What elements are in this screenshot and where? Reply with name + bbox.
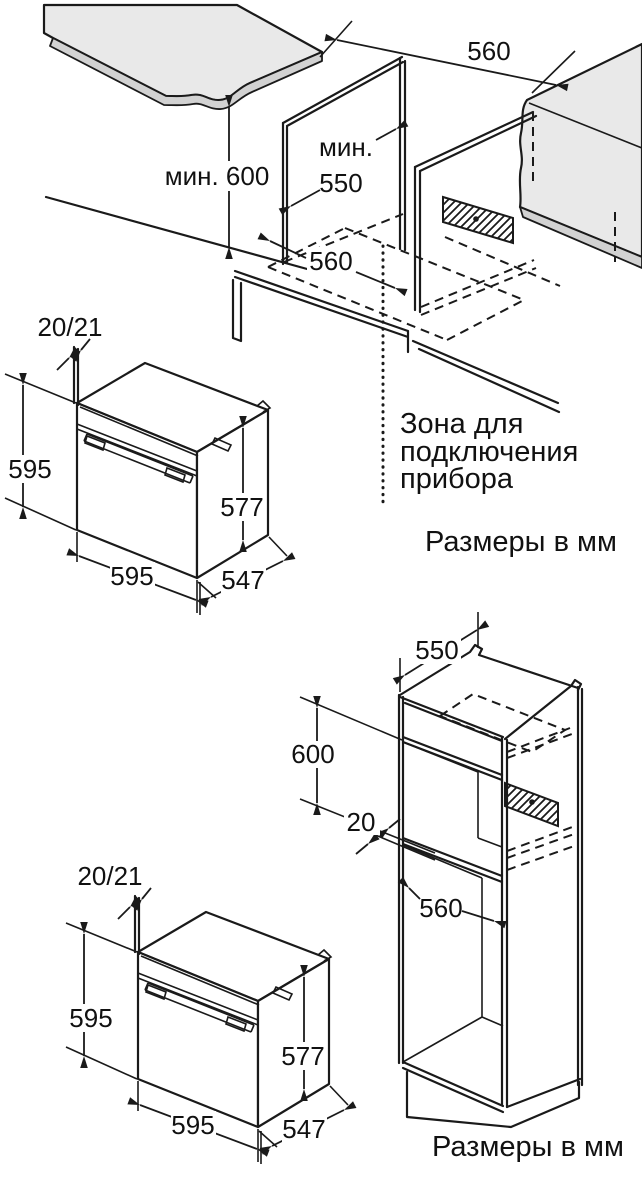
niche-right-wall xyxy=(413,110,538,314)
dim-oven-body-height-bottom: 577 xyxy=(281,1041,324,1071)
dim-oven-depth-bottom: 547 xyxy=(282,1114,325,1144)
connection-point-dot xyxy=(473,216,479,222)
hidden-edges-bottom xyxy=(437,692,578,871)
oven-drawing-top: 20/21 595 577 595 547 xyxy=(5,312,287,615)
dim-group-min-depth xyxy=(278,119,409,216)
dim-oven-body-height-top: 577 xyxy=(220,492,263,522)
oven-drawing-bottom: 20/21 595 577 595 547 xyxy=(66,861,348,1164)
dim-oven-width-top: 595 xyxy=(110,561,153,591)
dim-niche-height: 600 xyxy=(291,739,334,769)
dim-group-countertop-depth xyxy=(319,20,576,94)
connection-zone-hatch-top xyxy=(442,195,514,245)
units-label-bottom: Размеры в мм xyxy=(432,1131,624,1163)
dim-cabinet-depth: 550 xyxy=(415,635,458,665)
countertop-left xyxy=(42,3,324,110)
connection-zone-line1: Зона для xyxy=(400,408,523,440)
connection-point-dot xyxy=(529,799,535,805)
countertop-right xyxy=(518,42,642,269)
base-cabinet-lines xyxy=(44,195,561,414)
dim-niche-width-bottom: 560 xyxy=(419,893,462,923)
dim-group-min-height xyxy=(158,95,276,259)
connection-zone-line3: прибора xyxy=(400,463,514,495)
dim-min-niche-height: мин. 600 xyxy=(165,161,270,191)
units-label-top: Размеры в мм xyxy=(425,526,617,558)
connection-zone-hatch-bottom xyxy=(504,781,559,828)
dim-oven-height-top: 595 xyxy=(8,454,51,484)
dim-oven-door-gap-top: 20/21 xyxy=(37,312,102,342)
dim-group-cabinet-depth xyxy=(392,612,490,692)
dim-group-niche-width-bottom xyxy=(397,876,507,929)
dim-shelf-recess: 20 xyxy=(347,807,376,837)
top-installation-diagram: 560 мин. 600 мин. 550 560 Зона для подкл… xyxy=(42,3,642,558)
dim-group-shelf-recess xyxy=(344,809,436,861)
dim-oven-height-bottom: 595 xyxy=(69,1003,112,1033)
connection-zone-line2: подключения xyxy=(400,436,578,468)
connection-zone-label: Зона для подключения прибора xyxy=(400,408,578,495)
dim-countertop-depth: 560 xyxy=(467,36,510,66)
dim-min-depth-prefix: мин. xyxy=(319,132,373,162)
dim-group-niche-width xyxy=(257,232,408,297)
dim-group-niche-height xyxy=(290,696,436,854)
dim-oven-door-gap-bottom: 20/21 xyxy=(77,861,142,891)
dim-oven-width-bottom: 595 xyxy=(171,1110,214,1140)
hidden-edges-top xyxy=(267,112,616,341)
cabinet-plinth xyxy=(405,1070,581,1129)
dim-niche-width: 560 xyxy=(309,246,352,276)
dim-min-depth-value: 550 xyxy=(319,168,362,198)
tall-cabinet xyxy=(397,643,584,1129)
bottom-installation-diagram: 550 600 20 560 Размеры в мм xyxy=(290,612,624,1163)
dim-oven-depth-top: 547 xyxy=(221,565,264,595)
